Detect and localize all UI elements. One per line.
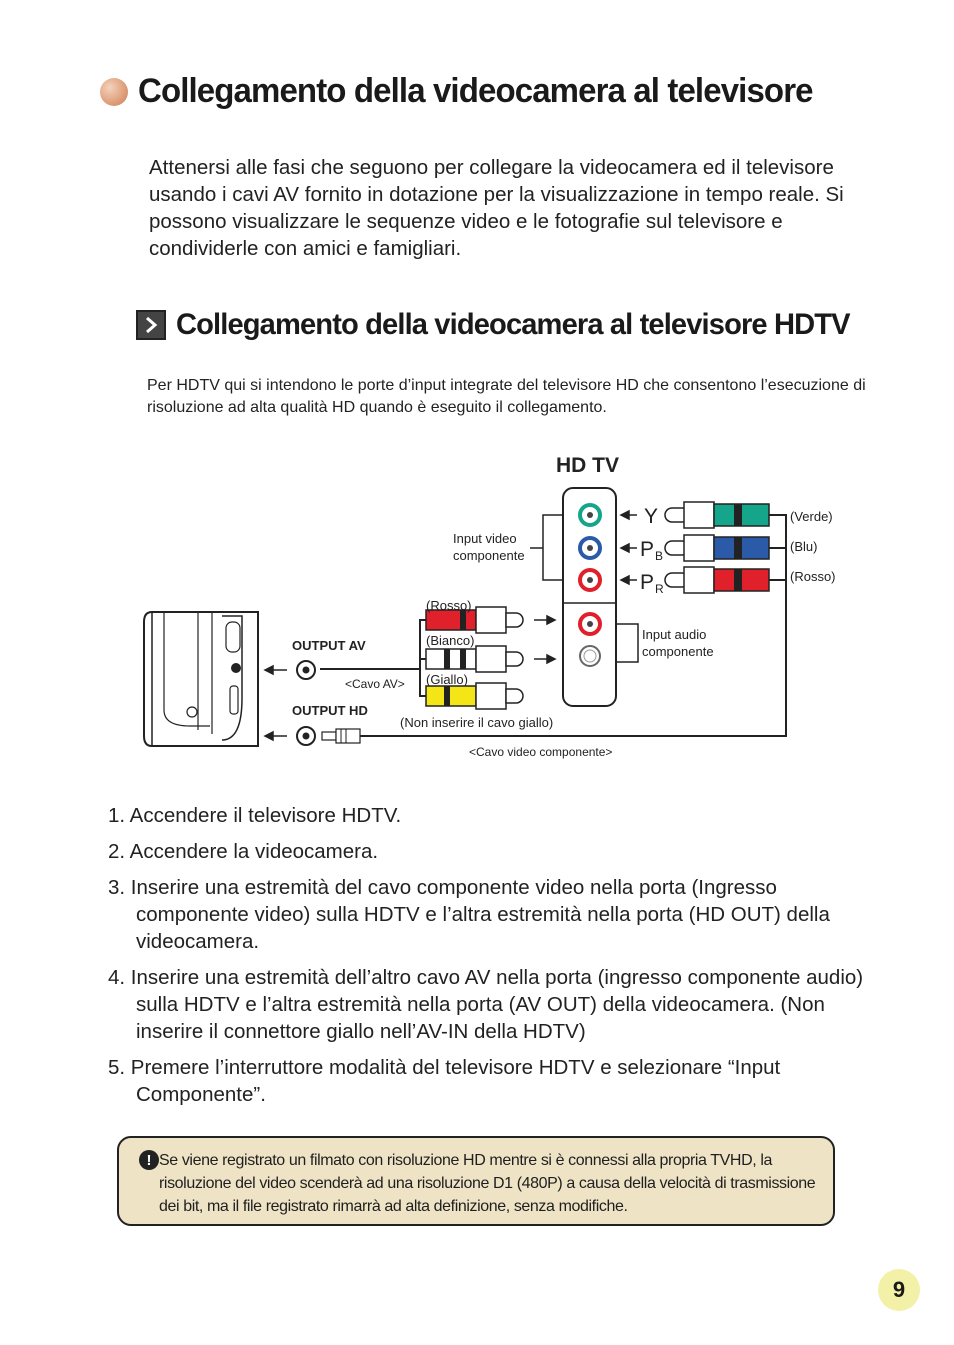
section-heading-block: Collegamento della videocamera al televi… <box>136 308 871 342</box>
title-bullet-icon <box>100 77 128 106</box>
intro-paragraph: Attenersi alle fasi che seguono per coll… <box>149 156 844 260</box>
section-description: Per HDTV qui si intendono le porte d’inp… <box>147 377 866 416</box>
cavo-video-componente-label: <Cavo video componente> <box>469 745 612 759</box>
output-hd-label: OUTPUT HD <box>292 703 368 718</box>
note-text: Se viene registrato un filmato con risol… <box>159 1152 816 1215</box>
av-plug-white <box>425 645 524 673</box>
pr-label: P <box>640 571 654 594</box>
steps-list: 1. Accendere il televisore HDTV. 2. Acce… <box>108 802 868 1117</box>
bianco-label: (Bianco) <box>426 633 474 648</box>
av-plug-red <box>425 606 524 634</box>
input-video-label-2: componente <box>453 548 525 563</box>
tv-label: HD TV <box>556 454 619 477</box>
hd-mini-plug <box>321 728 361 744</box>
camcorder-illustration <box>143 611 259 747</box>
section-title: Collegamento della videocamera al televi… <box>176 308 851 341</box>
component-plug-blue <box>664 534 770 562</box>
component-plug-red <box>664 566 770 594</box>
giallo-label: (Giallo) <box>426 672 468 687</box>
y-label: Y <box>644 505 658 528</box>
blu-label: (Blu) <box>790 539 817 554</box>
connection-diagram: HD TV Input video componente Input audio… <box>143 454 836 759</box>
step-item: 3. Inserire una estremità del cavo compo… <box>108 876 830 953</box>
step-item: 1. Accendere il televisore HDTV. <box>108 804 402 827</box>
page-title: Collegamento della videocamera al televi… <box>138 72 813 110</box>
exclamation-icon: ! <box>139 1150 159 1170</box>
step-item: 2. Accendere la videocamera. <box>108 840 379 863</box>
page-number: 9 <box>878 1269 920 1311</box>
rosso-right-label: (Rosso) <box>790 569 836 584</box>
pb-subscript: B <box>655 549 663 563</box>
step-item: 5. Premere l’interruttore modalità del t… <box>108 1056 781 1106</box>
rosso-left-label: (Rosso) <box>426 598 472 613</box>
input-audio-label: Input audio <box>642 627 706 642</box>
input-video-label: Input video <box>453 531 517 546</box>
component-plug-green <box>664 501 770 529</box>
chevron-right-icon <box>136 310 166 340</box>
note-box: ! Se viene registrato un filmato con ris… <box>117 1136 835 1226</box>
cavo-av-label: <Cavo AV> <box>345 677 405 691</box>
input-audio-label-2: componente <box>642 644 714 659</box>
non-inserire-label: (Non inserire il cavo giallo) <box>400 715 553 730</box>
verde-label: (Verde) <box>790 509 833 524</box>
output-av-label: OUTPUT AV <box>292 638 366 653</box>
pb-label: P <box>640 538 654 561</box>
av-plug-yellow <box>425 682 524 710</box>
page-title-block: Collegamento della videocamera al televi… <box>100 72 833 111</box>
step-item: 4. Inserire una estremità dell’altro cav… <box>108 966 864 1043</box>
pr-subscript: R <box>655 582 664 596</box>
tv-input-panel <box>562 487 617 707</box>
